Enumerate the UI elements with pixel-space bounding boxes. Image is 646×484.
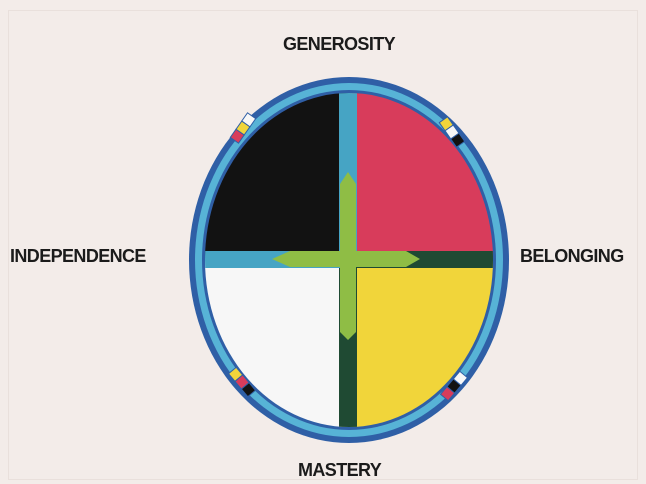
label-belonging: BELONGING: [520, 246, 624, 267]
label-independence: INDEPENDENCE: [10, 246, 146, 267]
cross-horizontal-arm: [272, 251, 420, 267]
label-mastery: MASTERY: [298, 460, 381, 481]
label-generosity: GENEROSITY: [283, 34, 395, 55]
